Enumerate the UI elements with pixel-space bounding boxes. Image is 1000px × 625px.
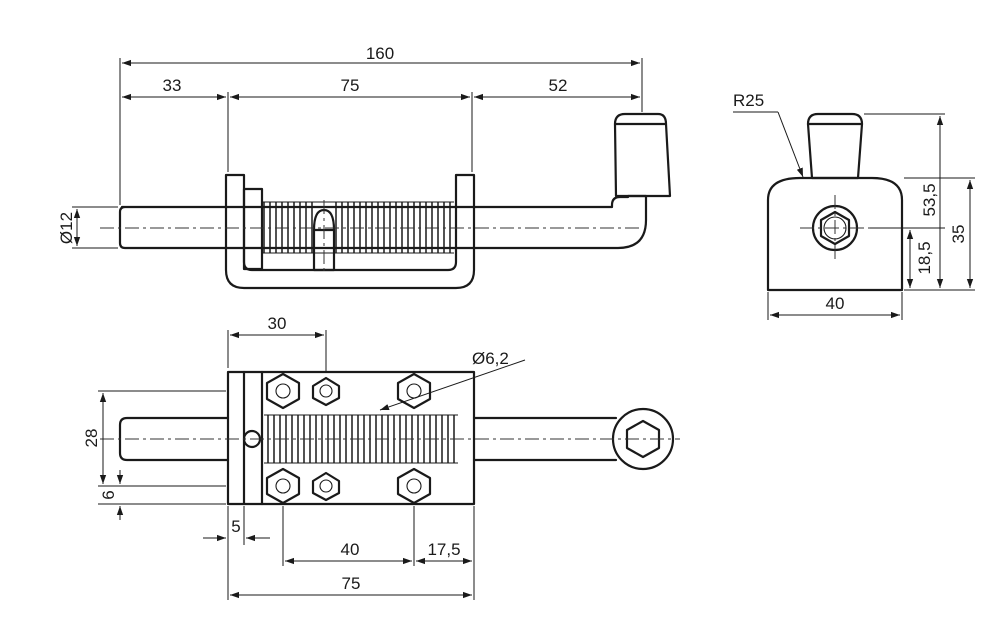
dim-33: 33 <box>163 76 182 95</box>
nut-icon <box>265 372 301 410</box>
front-view <box>100 112 672 290</box>
end-view <box>766 112 904 292</box>
handle-knob <box>613 112 672 198</box>
dim-30: 30 <box>268 314 287 333</box>
dim-53-5: 53,5 <box>920 183 939 216</box>
rod <box>118 194 648 250</box>
base-plate <box>226 370 476 506</box>
dim-17-5: 17,5 <box>427 540 460 559</box>
dim-5: 5 <box>231 517 240 536</box>
dim-r25: R25 <box>733 91 764 110</box>
dim-35: 35 <box>949 225 968 244</box>
nut-icon <box>265 467 301 505</box>
front-view-dimensions: 160 33 75 52 Ø12 <box>57 44 643 249</box>
end-view-dimensions: R25 53,5 35 18,5 40 <box>733 91 975 320</box>
dim-6: 6 <box>99 490 118 499</box>
dim-d6-2: Ø6,2 <box>472 349 509 368</box>
hex-nut-icon <box>819 210 851 246</box>
dim-75-bottom: 75 <box>342 574 361 593</box>
hole-icon <box>311 376 341 407</box>
u-bracket <box>224 173 476 290</box>
rod-right <box>472 416 618 462</box>
dim-18-5: 18,5 <box>915 241 934 274</box>
hole-icon <box>311 471 341 502</box>
dim-40-end: 40 <box>826 294 845 313</box>
top-view-dimensions: 30 Ø6,2 28 6 5 40 17,5 75 <box>82 314 526 600</box>
flange <box>242 187 264 271</box>
nut-icon <box>396 467 432 505</box>
dim-75-top: 75 <box>341 76 360 95</box>
dim-52: 52 <box>549 76 568 95</box>
end-body <box>766 176 904 292</box>
dim-d12: Ø12 <box>57 212 76 244</box>
nut-icon <box>396 372 432 410</box>
top-view <box>100 370 680 506</box>
dim-28: 28 <box>82 429 101 448</box>
dim-160: 160 <box>366 44 394 63</box>
mount-holes <box>265 372 432 505</box>
ring-hex-icon <box>625 419 661 459</box>
dim-40: 40 <box>341 540 360 559</box>
